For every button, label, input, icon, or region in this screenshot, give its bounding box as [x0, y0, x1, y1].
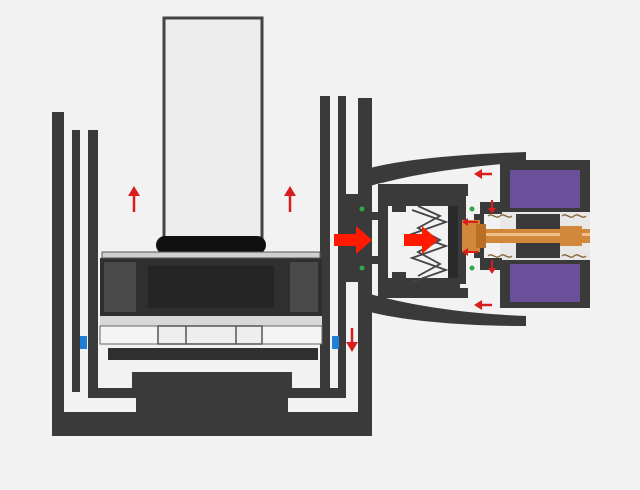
seal-green — [359, 206, 365, 212]
arrow-left-icon — [462, 248, 478, 256]
piston-rod — [162, 16, 264, 248]
coil-spring-icon — [487, 214, 587, 258]
rod-gasket — [156, 236, 266, 254]
seal-left-blue — [80, 336, 87, 349]
valve-body — [346, 152, 526, 326]
flow-arrow-right-icon — [334, 226, 372, 254]
arrow-up-icon — [284, 186, 296, 212]
coil-spring-icon — [409, 205, 449, 283]
seal-green — [469, 206, 475, 212]
arrow-down-icon — [488, 260, 496, 274]
flow-arrow-right-icon — [404, 226, 438, 254]
seal-green — [359, 265, 365, 271]
seal-right-blue — [332, 336, 339, 349]
valve-plug — [448, 206, 458, 278]
arrow-left-icon — [474, 169, 492, 179]
arrow-left-icon — [474, 300, 492, 310]
arrow-down-icon — [346, 328, 358, 352]
armature-rod — [462, 220, 590, 252]
piston-head — [99, 251, 323, 360]
arrow-up-icon — [128, 186, 140, 212]
arrow-left-icon — [462, 218, 478, 226]
arrow-down-icon — [488, 200, 496, 214]
seal-green — [469, 265, 475, 271]
